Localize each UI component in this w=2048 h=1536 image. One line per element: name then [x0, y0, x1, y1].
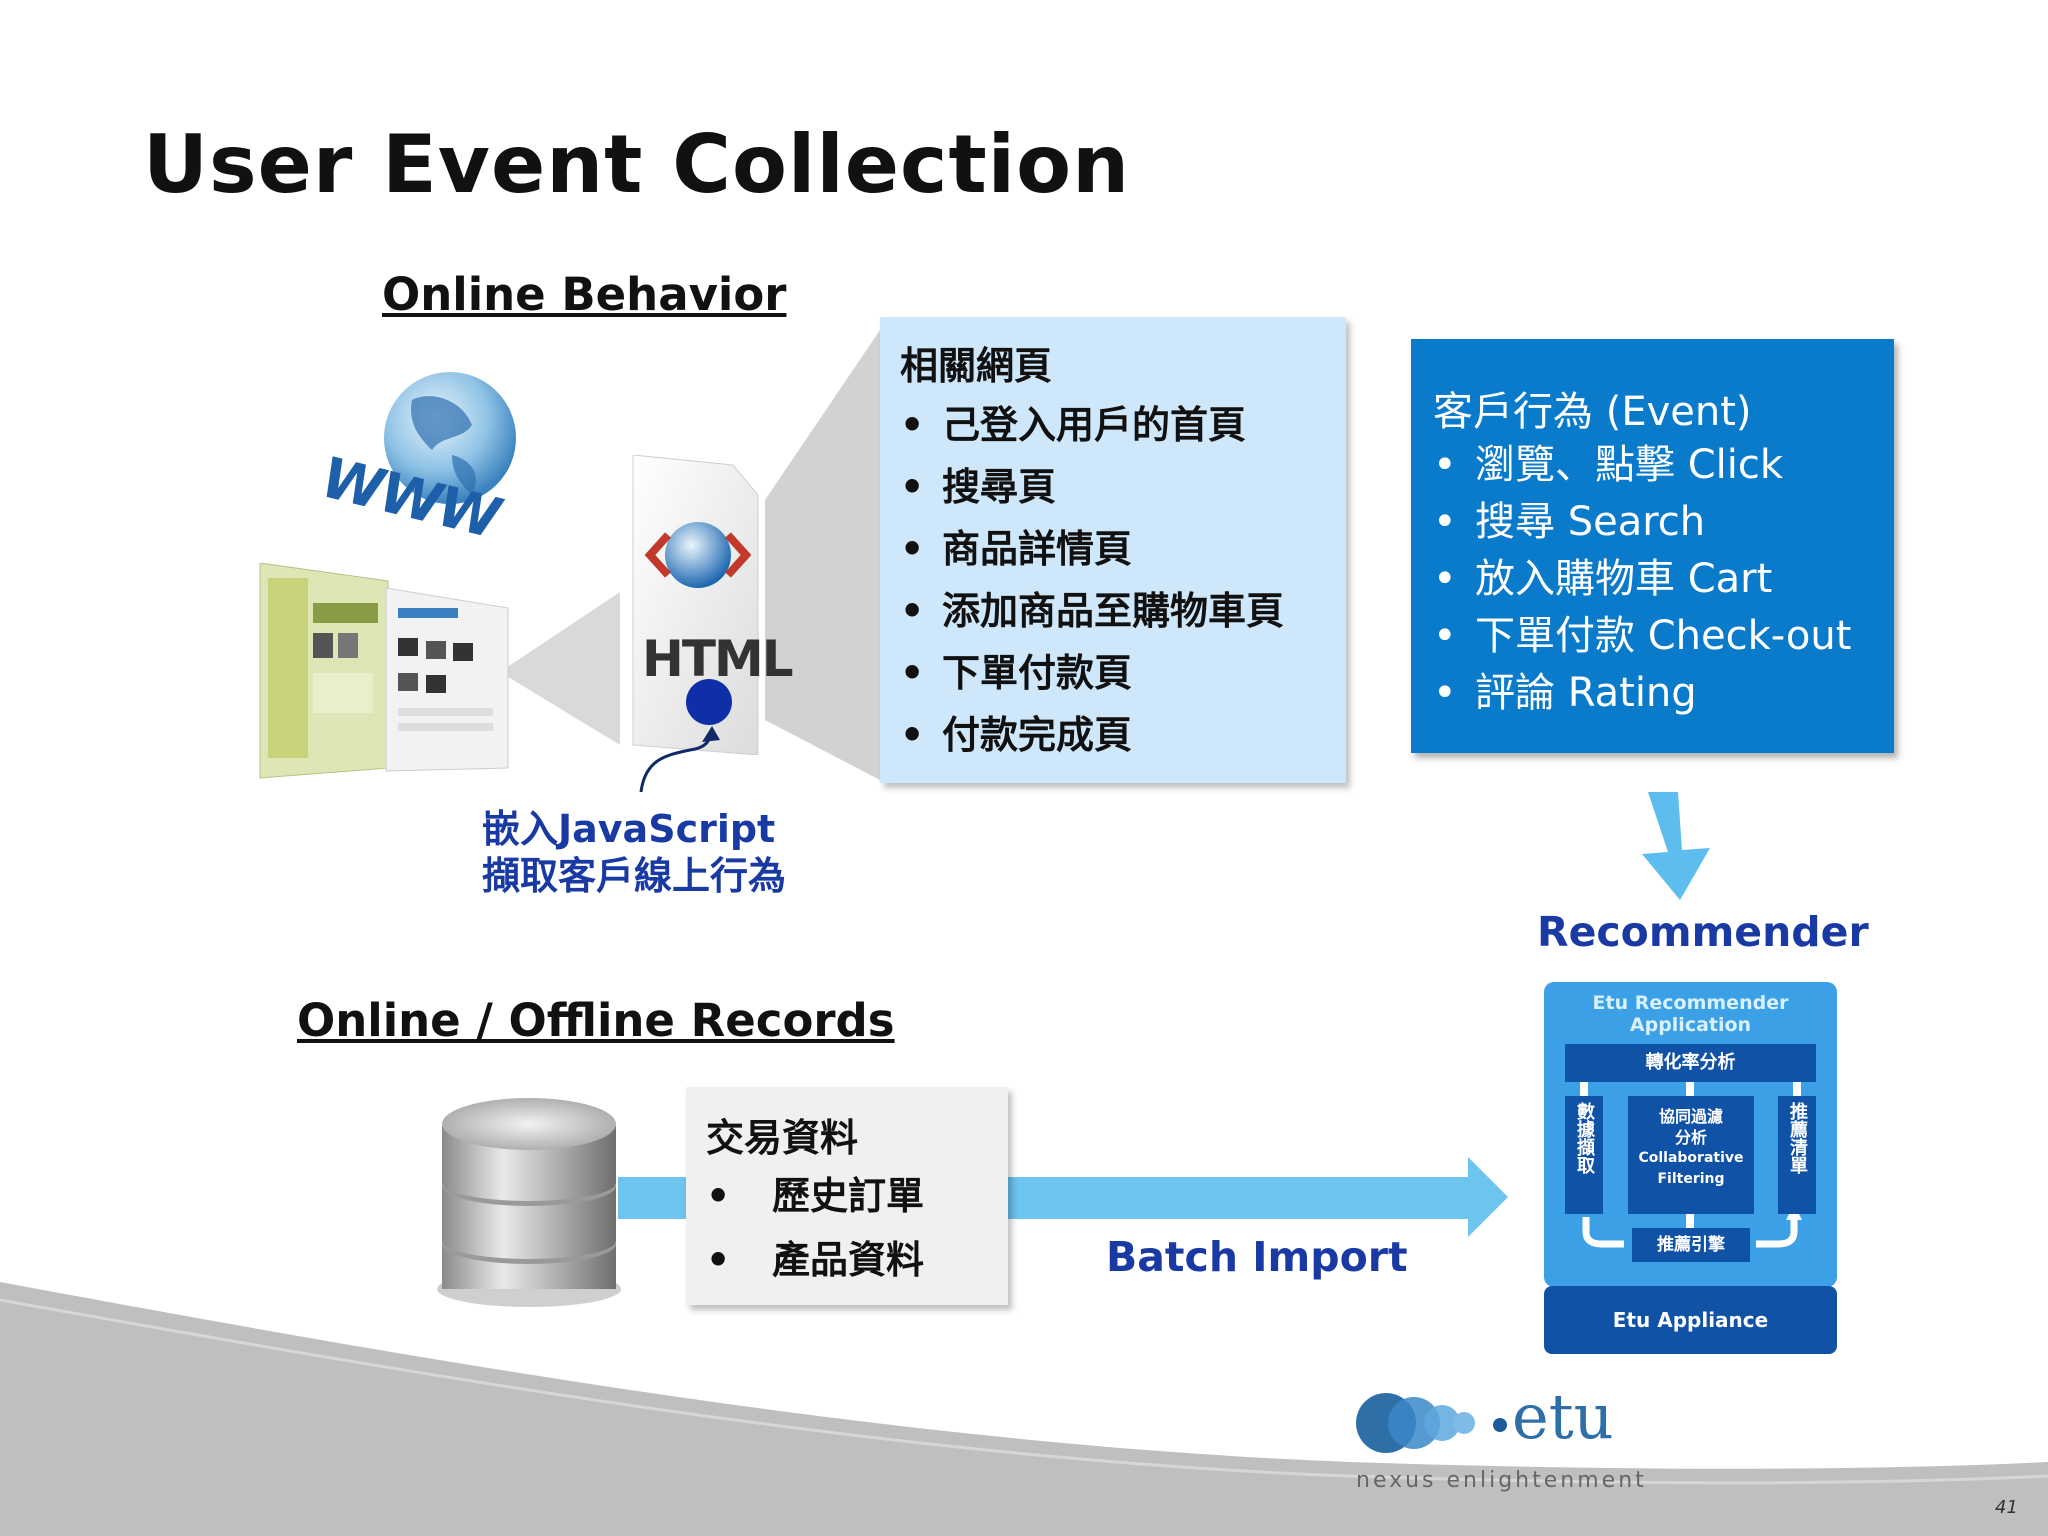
- app-title-line2: Application: [1629, 1014, 1752, 1036]
- html-label: HTML: [642, 630, 794, 688]
- customer-event-heading: 客戶行為 (Event): [1433, 389, 1752, 435]
- customer-event-panel: 客戶行為 (Event) 瀏覽、點擊 Click 搜尋 Search 放入購物車…: [1411, 339, 1894, 753]
- recommender-application-diagram: Etu Recommender Application 轉化率分析 數據擷取 協…: [1544, 982, 1837, 1287]
- list-item: 放入購物車 Cart: [1433, 551, 1851, 608]
- app-title-line1: Etu Recommender: [1592, 992, 1789, 1014]
- javascript-note-line1: 嵌入JavaScript: [482, 807, 776, 851]
- data-capture-box: 數據擷取: [1565, 1096, 1603, 1214]
- recommender-label: Recommender: [1537, 908, 1869, 956]
- html-document-icon: HTML: [628, 454, 794, 756]
- data-capture-label: 數據擷取: [1574, 1102, 1595, 1174]
- down-arrow-icon: [1642, 792, 1710, 900]
- etu-appliance-box: Etu Appliance: [1544, 1286, 1837, 1354]
- etu-logo: etu nexus enlightenment: [1352, 1380, 1644, 1498]
- recommendation-list-box: 推薦清單: [1778, 1096, 1816, 1214]
- recommendation-list-label: 推薦清單: [1787, 1102, 1808, 1174]
- www-globe-icon: WWW: [310, 370, 532, 551]
- page-number: 41: [1995, 1497, 2018, 1518]
- list-item: 搜尋頁: [900, 456, 1284, 518]
- etu-logo-name: etu: [1512, 1380, 1614, 1453]
- etu-logo-tagline: nexus enlightenment: [1356, 1468, 1647, 1493]
- customer-event-list: 瀏覽、點擊 Click 搜尋 Search 放入購物車 Cart 下單付款 Ch…: [1433, 437, 1851, 722]
- cf-line3: Collaborative: [1638, 1150, 1744, 1166]
- transaction-data-panel: 交易資料 歷史訂單 產品資料: [686, 1087, 1008, 1305]
- collaborative-filtering-box: 協同過濾 分析 Collaborative Filtering: [1628, 1096, 1754, 1214]
- javascript-note: 嵌入JavaScript 擷取客戶線上行為: [482, 806, 786, 900]
- related-pages-panel: 相關網頁 己登入用戶的首頁 搜尋頁 商品詳情頁 添加商品至購物車頁 下單付款頁 …: [880, 317, 1346, 783]
- list-item: 歷史訂單: [706, 1164, 924, 1228]
- list-item: 商品詳情頁: [900, 518, 1284, 580]
- list-item: 付款完成頁: [900, 704, 1284, 766]
- related-pages-heading: 相關網頁: [900, 344, 1053, 388]
- page-title: User Event Collection: [143, 118, 1131, 211]
- website-screenshots: [258, 562, 518, 783]
- transaction-data-heading: 交易資料: [706, 1116, 859, 1160]
- section-online-behavior: Online Behavior: [382, 268, 787, 321]
- cf-line2: 分析: [1674, 1128, 1707, 1147]
- batch-import-label: Batch Import: [1106, 1233, 1408, 1281]
- data-flow-connectors: [1580, 1082, 1802, 1248]
- javascript-note-line2: 擷取客戶線上行為: [482, 854, 787, 898]
- list-item: 己登入用戶的首頁: [900, 394, 1284, 456]
- list-item: 產品資料: [706, 1228, 924, 1292]
- cf-line1: 協同過濾: [1658, 1107, 1723, 1126]
- recommender-app-title: Etu Recommender Application: [1544, 992, 1837, 1036]
- cf-line4: Filtering: [1657, 1171, 1725, 1187]
- database-icon: [430, 1094, 628, 1309]
- list-item: 下單付款頁: [900, 642, 1284, 704]
- etu-logo-mark: [1356, 1393, 1507, 1453]
- conversion-analysis-box: 轉化率分析: [1565, 1044, 1816, 1082]
- list-item: 下單付款 Check-out: [1433, 608, 1851, 665]
- list-item: 瀏覽、點擊 Click: [1433, 437, 1851, 494]
- section-offline-records: Online / Offline Records: [297, 994, 895, 1047]
- list-item: 評論 Rating: [1433, 665, 1851, 722]
- transaction-data-list: 歷史訂單 產品資料: [706, 1164, 924, 1292]
- recommendation-engine-box: 推薦引擎: [1632, 1228, 1750, 1262]
- list-item: 添加商品至購物車頁: [900, 580, 1284, 642]
- list-item: 搜尋 Search: [1433, 494, 1851, 551]
- related-pages-list: 己登入用戶的首頁 搜尋頁 商品詳情頁 添加商品至購物車頁 下單付款頁 付款完成頁: [900, 394, 1284, 766]
